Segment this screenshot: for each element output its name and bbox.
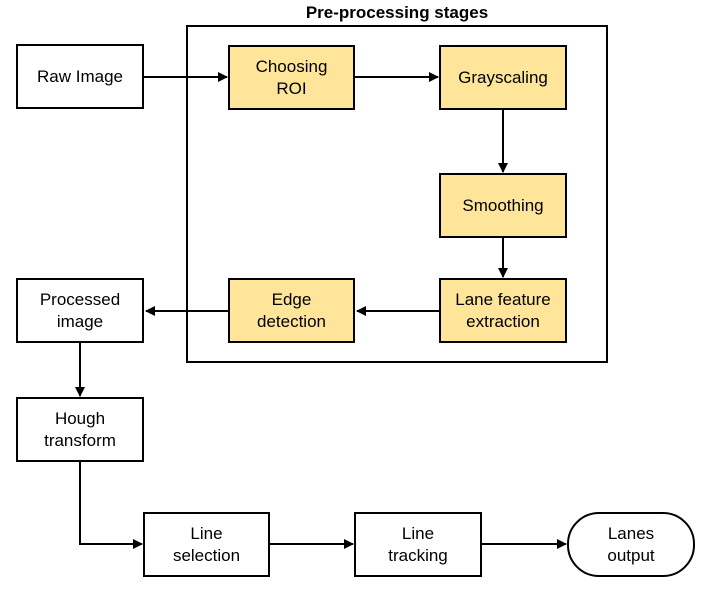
smoothing-node: Smoothing — [439, 173, 567, 238]
grayscaling-node: Grayscaling — [439, 45, 567, 110]
lane-feature-extraction-node: Lane feature extraction — [439, 278, 567, 343]
processed-image-node: Processed image — [16, 278, 144, 343]
lanes-output-node: Lanes output — [567, 512, 695, 577]
edge-detection-node: Edge detection — [228, 278, 355, 343]
group-title: Pre-processing stages — [305, 3, 489, 22]
raw-image-node: Raw Image — [16, 44, 144, 109]
choosing-roi-node: Choosing ROI — [228, 45, 355, 110]
line-selection-node: Line selection — [143, 512, 270, 577]
hough-transform-node: Hough transform — [16, 397, 144, 462]
arrow-hough-to-line-selection — [79, 462, 143, 549]
line-tracking-node: Line tracking — [354, 512, 482, 577]
pre-processing-group — [186, 25, 608, 363]
